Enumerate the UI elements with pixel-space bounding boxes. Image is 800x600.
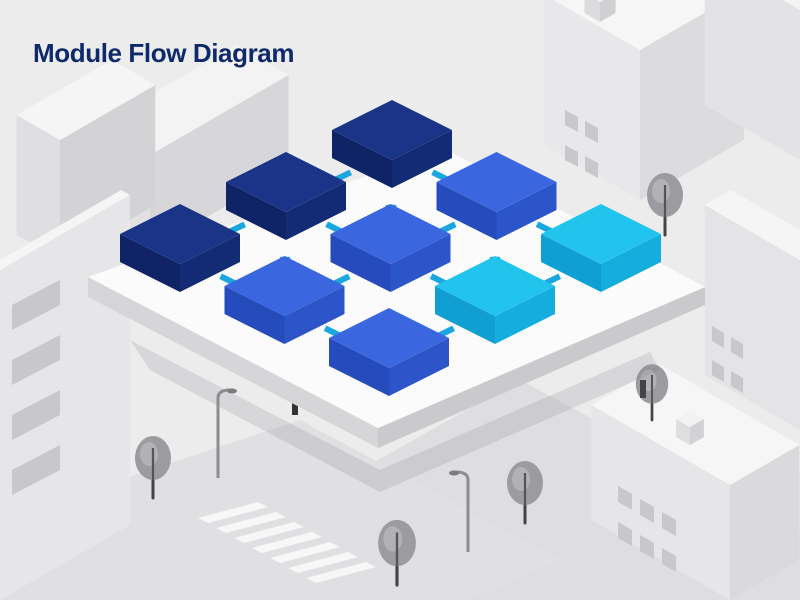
rooftop-box — [676, 411, 704, 445]
module-block — [332, 100, 452, 188]
module-grid — [120, 100, 661, 396]
street-lamp-icon — [449, 470, 470, 552]
module-block — [120, 204, 240, 292]
tree-icon — [135, 436, 171, 500]
tree-icon — [378, 519, 416, 587]
diagram-title: Module Flow Diagram — [33, 38, 295, 68]
module-block — [330, 204, 451, 292]
rooftop-unit — [584, 0, 616, 22]
crosswalk — [198, 502, 376, 583]
street — [0, 380, 800, 600]
module-block — [224, 256, 345, 344]
module-block — [541, 204, 661, 292]
street-lamp-icon — [216, 388, 237, 478]
module-block — [436, 152, 557, 240]
tree-icon — [647, 173, 683, 237]
module-block — [226, 152, 346, 240]
building-right — [704, 190, 800, 430]
platform-pillars — [292, 380, 646, 415]
tree-icon — [507, 461, 543, 525]
module-block — [435, 256, 555, 344]
module-block — [329, 308, 449, 396]
building-top-right — [704, 0, 800, 160]
